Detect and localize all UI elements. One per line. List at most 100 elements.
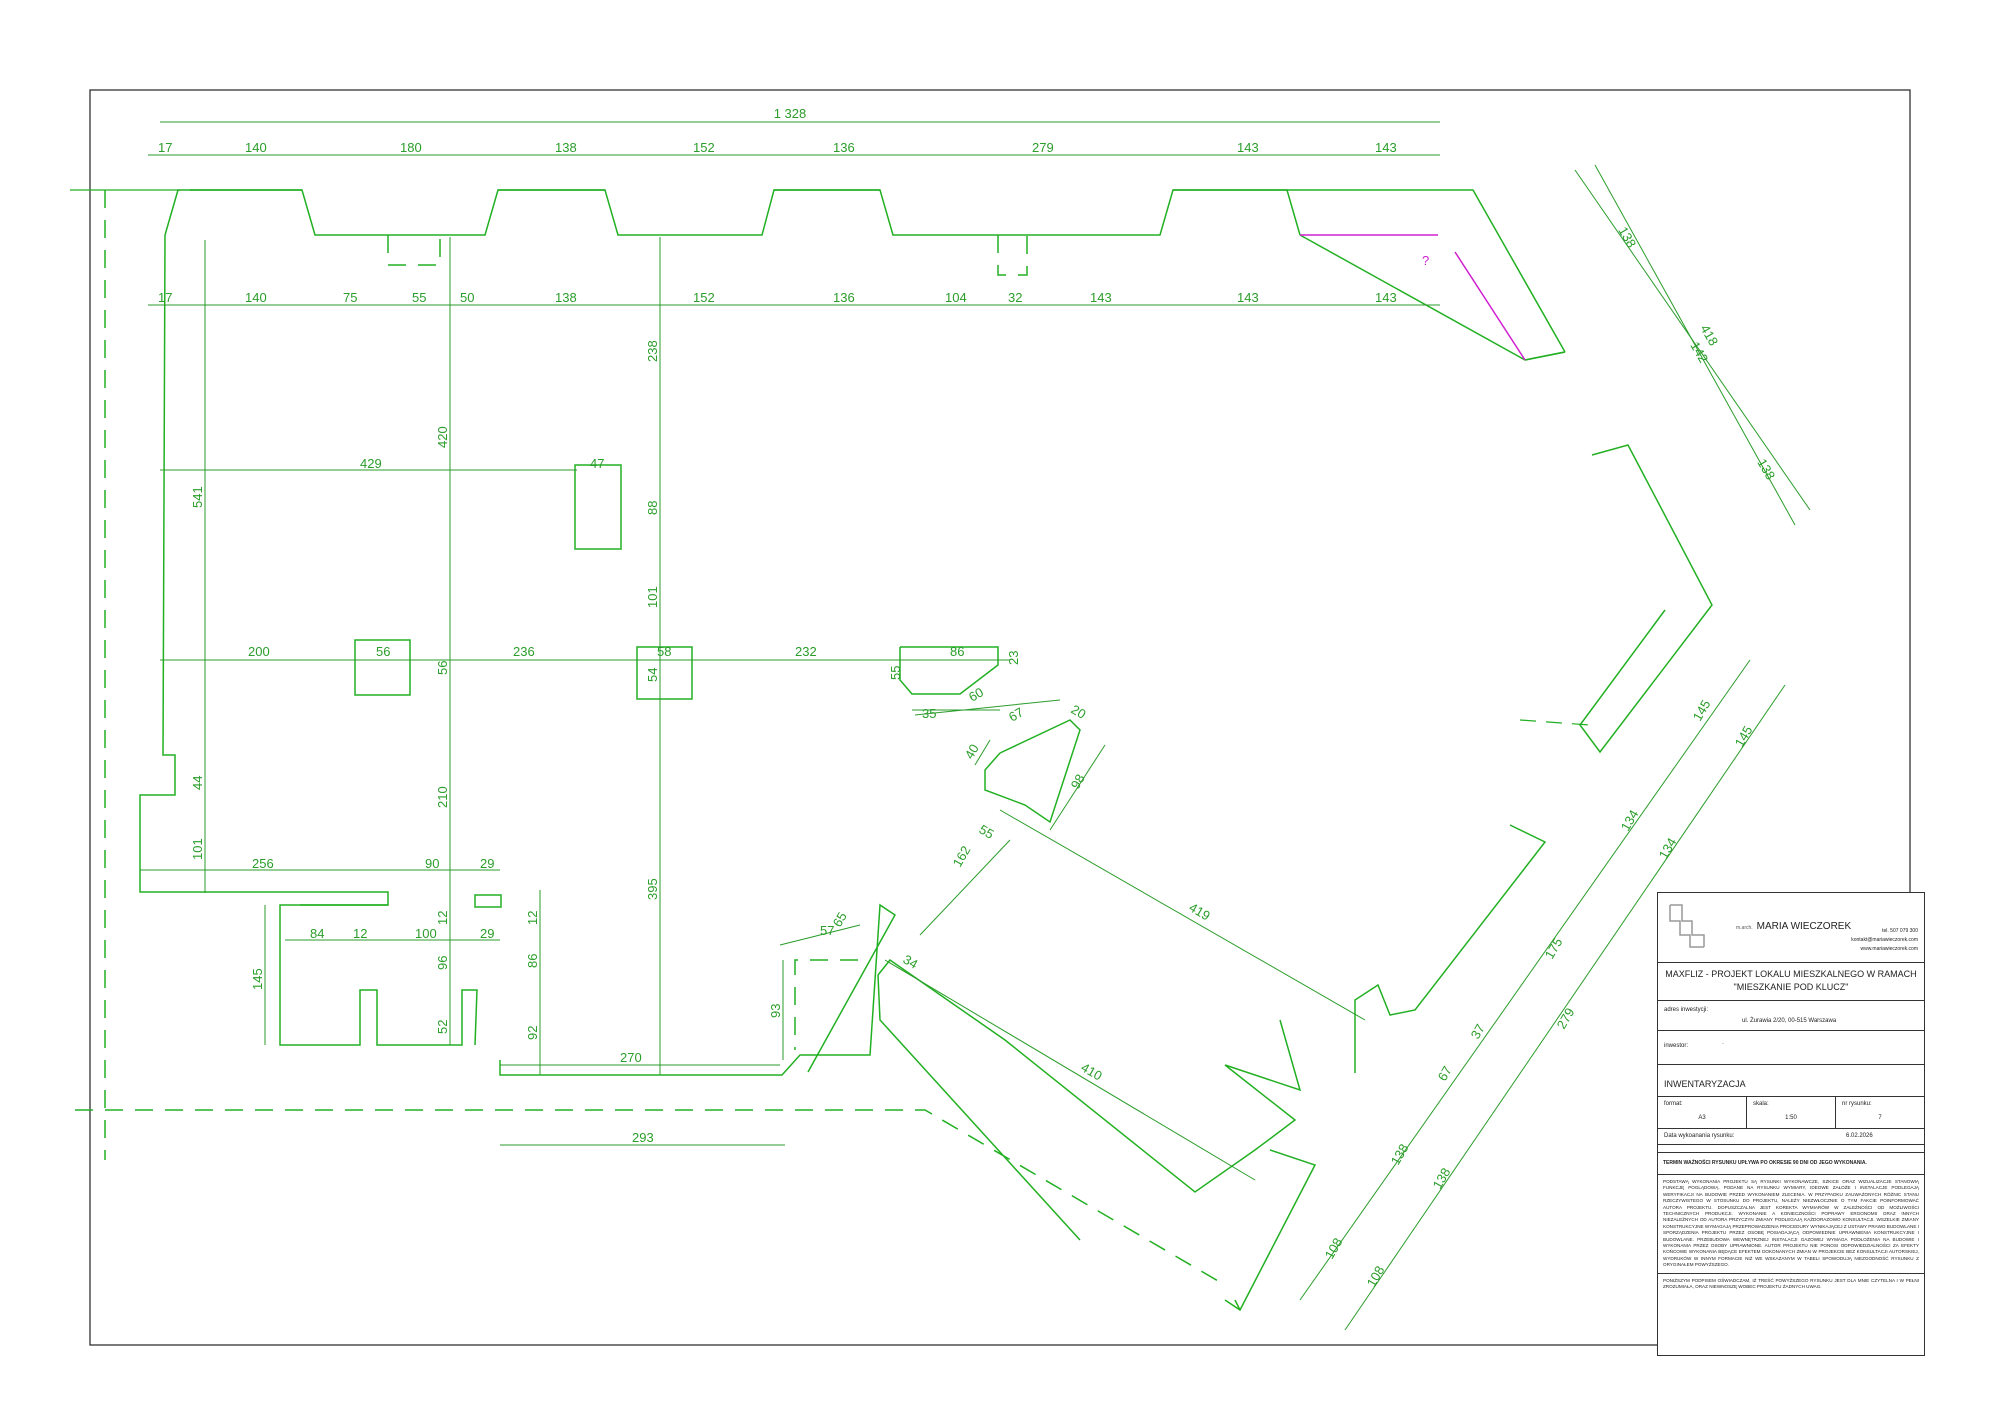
architect-contact: tel. 507 079 300 kontakt@mariawieczorek.…: [1851, 927, 1918, 954]
dim-h-67: 67: [1006, 704, 1026, 724]
date-label: Data wykoanania rysunku:: [1664, 1133, 1735, 1139]
dim-h-65: 65: [830, 909, 850, 929]
dim-v-238: 238: [645, 340, 660, 362]
dim-top-9: 143: [1375, 140, 1397, 155]
dim-v-93: 93: [768, 1004, 783, 1018]
number-cell: nr rysunku: 7: [1836, 1097, 1924, 1128]
drawing-date: Data wykoanania rysunku: 6.02.2026: [1658, 1129, 1924, 1145]
number-value: 7: [1878, 1115, 1882, 1121]
project-notes: PODSTAWĄ WYKONANIA PROJEKTU SĄ RYSUNKI W…: [1658, 1175, 1924, 1274]
dim-v-92: 92: [525, 1026, 540, 1040]
dim-row2-4: 55: [412, 290, 426, 305]
dim-r-138c: 138: [1388, 1141, 1412, 1167]
dim-top-3: 180: [400, 140, 422, 155]
dim-r-108a: 108: [1322, 1235, 1346, 1261]
dim-row2-7: 152: [693, 290, 715, 305]
format-cell: format: A3: [1658, 1097, 1747, 1128]
address-value: ul. Żurawia 2/20, 00-515 Warszawa: [1742, 1018, 1837, 1024]
dim-v-420: 420: [435, 426, 450, 448]
drawing-type: INWENTARYZACJA: [1658, 1065, 1924, 1097]
dim-v-101b: 101: [190, 838, 205, 860]
dim-v-101a: 101: [645, 586, 660, 608]
dim-h-256: 256: [252, 856, 274, 871]
dim-total-top: 1 328: [774, 106, 807, 121]
dim-h-29b: 29: [480, 926, 494, 941]
dim-r-134a: 134: [1618, 807, 1642, 833]
dim-row2-8: 136: [833, 290, 855, 305]
dim-h-236: 236: [513, 644, 535, 659]
architect-name: m.arch.MARIA WIECZOREK: [1736, 921, 1851, 932]
dim-h-56: 56: [376, 644, 390, 659]
architect-label: MARIA WIECZOREK: [1756, 921, 1852, 932]
dim-v-12a: 12: [435, 911, 450, 925]
dim-h-100: 100: [415, 926, 437, 941]
dim-r-134b: 134: [1656, 835, 1680, 861]
dim-r-108b: 108: [1364, 1263, 1388, 1289]
walls: [139, 189, 1713, 1312]
scale-label: skala:: [1753, 1101, 1769, 1107]
dim-h-86: 86: [950, 644, 964, 659]
dim-top-6: 136: [833, 140, 855, 155]
drawing-frame: [89, 89, 1911, 1346]
signature-statement: PONIŻSZYM PODPISEM OŚWIADCZAM, IŻ TREŚĆ …: [1663, 1277, 1919, 1290]
title-block: m.arch.MARIA WIECZOREK tel. 507 079 300 …: [1657, 892, 1925, 1356]
dim-top-8: 143: [1237, 140, 1259, 155]
scale-cell: skala:1:50: [1747, 1097, 1836, 1128]
format-value: A3: [1698, 1115, 1706, 1121]
dim-v-210: 210: [435, 786, 450, 808]
dim-h-55b: 55: [977, 822, 997, 842]
format-label: format:: [1664, 1101, 1683, 1107]
dim-h-47: 47: [590, 456, 604, 471]
question-mark: ?: [1422, 253, 1429, 268]
dim-h-293: 293: [632, 1130, 654, 1145]
dim-row2-13: 143: [1375, 290, 1397, 305]
dim-r-138a: 138: [1615, 224, 1639, 250]
investor-value: ·: [1722, 1041, 1724, 1047]
dim-h-270: 270: [620, 1050, 642, 1065]
accent-lines: [1300, 234, 1526, 361]
dim-row2-3: 75: [343, 290, 357, 305]
dim-h-98: 98: [1068, 771, 1088, 791]
dim-r-37: 37: [1468, 1021, 1488, 1041]
dim-h-35: 35: [922, 706, 936, 721]
dim-v-44: 44: [190, 776, 205, 790]
dim-h-410: 410: [1079, 1060, 1105, 1084]
dim-r-138b: 138: [1754, 456, 1778, 482]
dim-r-145b: 145: [1732, 723, 1756, 749]
dim-h-90: 90: [425, 856, 439, 871]
dimension-labels: 1 328 17 140 180 138 152 136 279 143 143…: [158, 106, 1778, 1290]
dim-h-232: 232: [795, 644, 817, 659]
investor: inwestor: ·: [1658, 1031, 1924, 1065]
dim-v-541: 541: [190, 486, 205, 508]
dim-h-20: 20: [1069, 702, 1089, 722]
project-title: MAXFLIZ - PROJEKT LOKALU MIESZKALNEGO W …: [1658, 963, 1924, 1001]
dim-h-162: 162: [950, 843, 974, 869]
date-value: 6.02.2026: [1846, 1133, 1873, 1139]
dim-top-7: 279: [1032, 140, 1054, 155]
dim-top-5: 152: [693, 140, 715, 155]
dim-v-395: 395: [645, 878, 660, 900]
dimension-lines: [140, 121, 1811, 1331]
number-label: nr rysunku:: [1842, 1101, 1872, 1107]
dim-row2-5: 50: [460, 290, 474, 305]
dim-top-4: 138: [555, 140, 577, 155]
dim-r-279: 279: [1554, 1005, 1578, 1031]
dim-v-145: 145: [250, 968, 265, 990]
dim-r-67: 67: [1435, 1063, 1455, 1083]
dim-r-145a: 145: [1690, 697, 1714, 723]
dim-row2-10: 32: [1008, 290, 1022, 305]
dim-top-1: 17: [158, 140, 172, 155]
architect-web: www.mariawieczorek.com: [1860, 946, 1918, 952]
dim-h-200: 200: [248, 644, 270, 659]
dim-v-56: 56: [435, 661, 450, 675]
spacer: [1658, 1145, 1924, 1153]
investment-address: adres inwestycji: ul. Żurawia 2/20, 00-5…: [1658, 1001, 1924, 1031]
architect-email: kontakt@mariawieczorek.com: [1851, 937, 1918, 943]
dim-top-2: 140: [245, 140, 267, 155]
title-block-header: m.arch.MARIA WIECZOREK tel. 507 079 300 …: [1658, 893, 1924, 963]
dim-r-138d: 138: [1430, 1165, 1454, 1191]
dim-v-86: 86: [525, 954, 540, 968]
dim-h-60: 60: [966, 684, 986, 704]
dim-v-88: 88: [645, 501, 660, 515]
